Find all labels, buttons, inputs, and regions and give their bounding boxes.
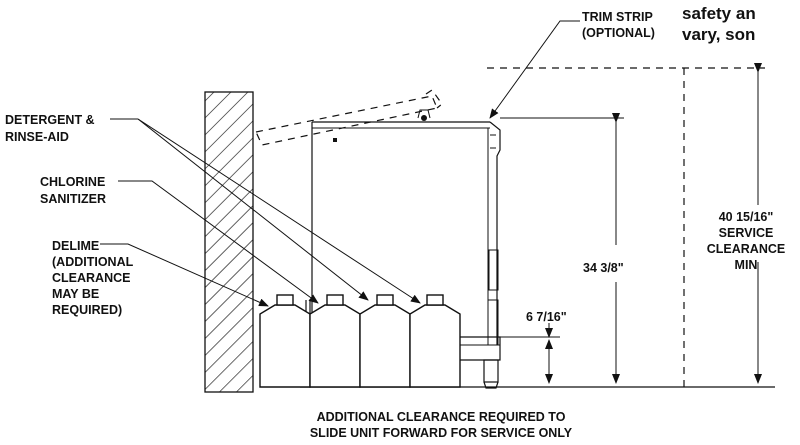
svg-text:safety an: safety an xyxy=(682,4,756,23)
svg-text:40 15/16": 40 15/16" xyxy=(719,210,774,224)
svg-text:(OPTIONAL): (OPTIONAL) xyxy=(582,26,655,40)
svg-text:DELIME: DELIME xyxy=(52,239,99,253)
svg-text:(ADDITIONAL: (ADDITIONAL xyxy=(52,255,134,269)
dimension-service-clearance: 40 15/16" SERVICE CLEARANCE MIN xyxy=(487,63,785,387)
svg-text:6 7/16": 6 7/16" xyxy=(526,310,567,324)
svg-text:DETERGENT &: DETERGENT & xyxy=(5,113,95,127)
callout-detergent: DETERGENT & RINSE-AID xyxy=(5,113,421,304)
svg-text:TRIM STRIP: TRIM STRIP xyxy=(582,10,653,24)
svg-text:34 3/8": 34 3/8" xyxy=(583,261,624,275)
svg-text:RINSE-AID: RINSE-AID xyxy=(5,130,69,144)
callout-delime: DELIME (ADDITIONAL CLEARANCE MAY BE REQU… xyxy=(52,239,269,317)
svg-text:vary, son: vary, son xyxy=(682,25,755,44)
callout-trim-strip: TRIM STRIP (OPTIONAL) xyxy=(489,10,655,119)
top-note: safety an vary, son xyxy=(682,4,756,44)
svg-text:MAY BE: MAY BE xyxy=(52,287,99,301)
callout-chlorine: CHLORINE SANITIZER xyxy=(40,175,319,304)
dimension-unit-height: 34 3/8" xyxy=(500,113,624,384)
dimension-leg-height: 6 7/16" xyxy=(500,310,567,384)
chemical-bottles xyxy=(259,294,461,388)
svg-text:ADDITIONAL CLEARANCE REQUIRED: ADDITIONAL CLEARANCE REQUIRED TO xyxy=(317,410,566,424)
bottle xyxy=(309,294,361,388)
svg-text:SANITIZER: SANITIZER xyxy=(40,192,106,206)
svg-text:SLIDE UNIT FORWARD FOR SERVICE: SLIDE UNIT FORWARD FOR SERVICE ONLY xyxy=(310,426,573,440)
bottle xyxy=(409,294,461,388)
bottom-note: ADDITIONAL CLEARANCE REQUIRED TO SLIDE U… xyxy=(310,410,573,440)
svg-text:MIN: MIN xyxy=(735,258,758,272)
wall xyxy=(204,91,254,393)
svg-text:CHLORINE: CHLORINE xyxy=(40,175,105,189)
svg-text:SERVICE: SERVICE xyxy=(719,226,774,240)
bottle xyxy=(359,294,411,388)
svg-text:CLEARANCE: CLEARANCE xyxy=(52,271,130,285)
bottle xyxy=(259,294,311,388)
svg-text:CLEARANCE: CLEARANCE xyxy=(707,242,785,256)
dishmachine-unit xyxy=(255,89,501,389)
svg-text:REQUIRED): REQUIRED) xyxy=(52,303,122,317)
